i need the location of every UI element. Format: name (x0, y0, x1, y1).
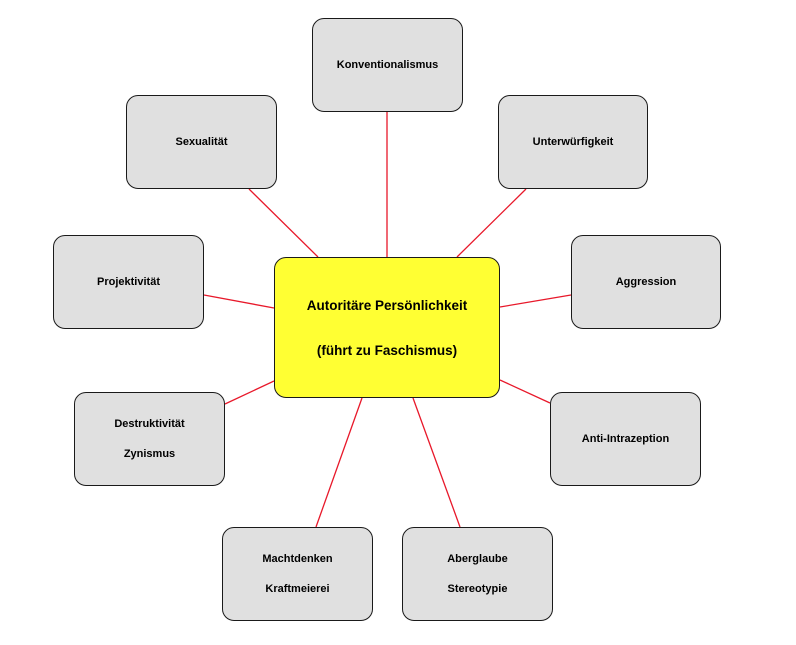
node-konventionalismus: Konventionalismus (312, 18, 463, 112)
node-anti-intrazeption: Anti-Intrazeption (550, 392, 701, 486)
node-label: Machtdenken (262, 553, 333, 565)
node-label: Konventionalismus (336, 59, 439, 71)
connector-unterwuerfigkeit (456, 188, 527, 258)
node-label: Aberglaube (447, 553, 508, 565)
node-projektivitaet: Projektivität (53, 235, 204, 329)
node-label: Destruktivität (114, 418, 185, 430)
node-aggression: Aggression (571, 235, 721, 329)
connector-anti-intrazeption (499, 379, 551, 404)
node-unterwuerfigkeit: Unterwürfigkeit (498, 95, 648, 189)
center-subtitle: (führt zu Faschismus) (316, 342, 458, 358)
connector-destruktivitaet (224, 380, 275, 405)
connector-aberglaube (412, 397, 461, 528)
node-sexualitaet: Sexualität (126, 95, 277, 189)
node-label: Aggression (615, 276, 677, 288)
node-destruktivitaet: Destruktivität Zynismus (74, 392, 225, 486)
center-title: Autoritäre Persönlichkeit (306, 297, 468, 313)
connector-sexualitaet (248, 188, 319, 258)
node-label-secondary: Zynismus (123, 448, 176, 460)
node-label-secondary: Kraftmeierei (265, 583, 330, 595)
connector-projektivitaet (203, 294, 275, 309)
node-aberglaube: Aberglaube Stereotypie (402, 527, 553, 621)
node-center-autoritaere-persoenlichkeit: Autoritäre Persönlichkeit (führt zu Fasc… (274, 257, 500, 398)
node-label: Sexualität (175, 136, 228, 148)
node-label: Anti-Intrazeption (581, 433, 670, 445)
node-label: Unterwürfigkeit (532, 136, 614, 148)
node-label-secondary: Stereotypie (447, 583, 508, 595)
connector-aggression (499, 294, 572, 308)
node-machtdenken: Machtdenken Kraftmeierei (222, 527, 373, 621)
connector-machtdenken (315, 397, 363, 528)
node-label: Projektivität (97, 276, 160, 288)
